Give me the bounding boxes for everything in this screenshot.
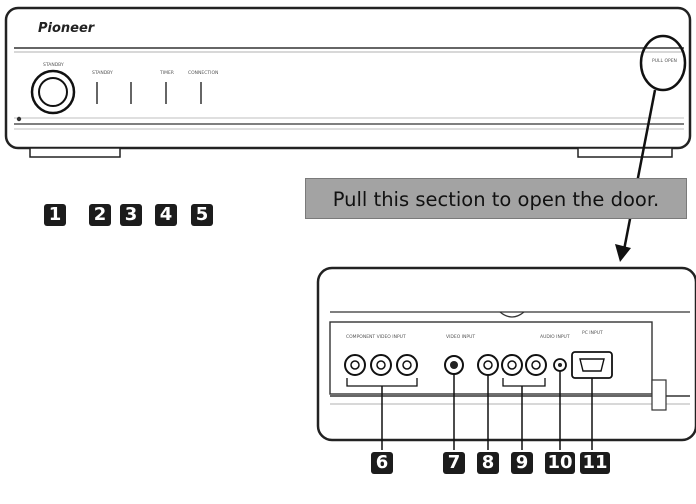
video-input-label: VIDEO INPUT [446,334,475,340]
ir-sensor [16,116,22,122]
marker-8: 8 [477,452,499,474]
video-jack[interactable] [477,354,499,376]
marker-2: 2 [89,204,111,226]
standby-label: STANDBY [43,62,64,68]
brand-logo: Pioneer [38,21,96,36]
marker-3: 3 [120,204,142,226]
standby-indicator-label: STANDBY [92,70,113,76]
timer-indicator: TIMER [159,70,174,104]
terminal-detail-view: COMPONENT VIDEO INPUT VIDEO INPUT AUDIO … [316,266,696,450]
door-callout-text: Pull this section to open the door. [305,178,687,219]
door-pull-section[interactable]: PULL OPEN [639,34,687,92]
marker-9: 9 [511,452,533,474]
standby-indicator: STANDBY [92,70,113,104]
component-video-jacks[interactable] [344,354,418,387]
standby-button[interactable]: STANDBY [30,62,76,115]
s-video-jack[interactable] [444,355,464,375]
component-input-label: COMPONENT VIDEO INPUT [346,334,406,340]
pc-audio-jack[interactable] [553,358,567,372]
front-unit: Pioneer STANDBY STANDBY TIMER CONNECTION… [4,6,692,158]
marker-7: 7 [443,452,465,474]
marker-4: 4 [155,204,177,226]
callout-arrow [615,89,657,262]
door-label: PULL OPEN [652,58,677,64]
marker-1: 1 [44,204,66,226]
marker-6: 6 [371,452,393,474]
marker-11: 11 [580,452,610,474]
timer-label: TIMER [159,70,174,76]
connection-indicator: CONNECTION [188,70,218,104]
audio-jacks[interactable] [501,354,547,387]
pc-vga-port[interactable] [571,351,613,379]
marker-10: 10 [545,452,575,474]
foot-left [29,147,121,158]
connection-label: CONNECTION [188,70,218,76]
foot-right [577,147,673,158]
audio-input-label: AUDIO INPUT [540,334,570,340]
pc-input-label: PC INPUT [582,330,603,336]
marker-5: 5 [191,204,213,226]
